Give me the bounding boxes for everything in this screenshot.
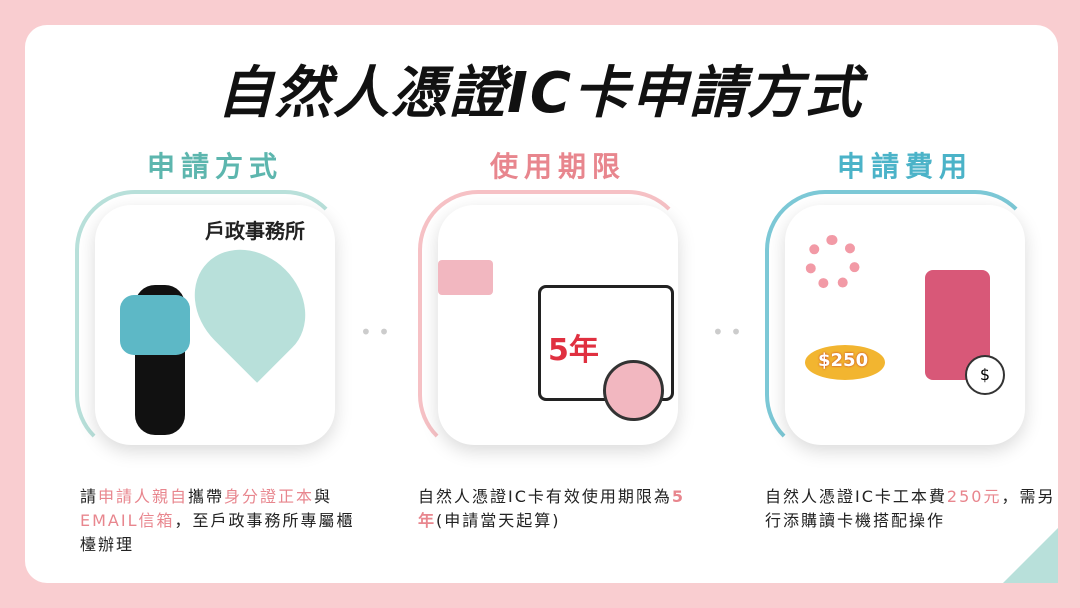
section-description: 自然人憑證IC卡有效使用期限為5年(申請當天起算) <box>418 485 698 533</box>
page-title: 自然人憑證IC卡申請方式 <box>217 61 863 126</box>
section-validity: 使用期限 5年 自然人憑證IC卡有效使用期限為5年(申請當天起算) <box>418 145 698 530</box>
section-description: 請申請人親自攜帶身分證正本與 EMAIL信箱，至戶政事務所專屬櫃檯辦理 <box>80 485 370 557</box>
corner-decoration <box>1003 528 1058 583</box>
location-pin-icon <box>172 227 328 383</box>
section-heading: 申請費用 <box>836 150 973 183</box>
desc-highlight: EMAIL信箱 <box>80 511 175 530</box>
person-shirt <box>120 295 190 355</box>
frame-decoration <box>765 190 1035 455</box>
section-description: 自然人憑證IC卡工本費250元，需另行添購讀卡機搭配操作 <box>765 485 1065 533</box>
connector-dots: • • <box>360 320 390 344</box>
dollar-icon: $ <box>965 355 1005 395</box>
desc-highlight: 申請人親自 <box>98 487 189 506</box>
connector-dots: • • <box>712 320 742 344</box>
frame-decoration <box>418 190 688 455</box>
desc-text: ，需另行添購讀卡機搭配操作 <box>765 487 1056 530</box>
illustration-card: 戶政事務所 <box>95 205 335 445</box>
desc-text: (申請當天起算) <box>436 511 561 530</box>
coins-icon <box>805 345 885 380</box>
desc-text: 自然人憑證IC卡有效使用期限為 <box>418 487 672 506</box>
illustration-label: $250 <box>818 350 869 371</box>
illustration-card: 5年 <box>438 205 678 445</box>
desc-text: 請 <box>80 487 99 506</box>
illustration-label: 5年 <box>548 333 599 368</box>
clock-icon <box>603 360 664 421</box>
illustration-label: 戶政事務所 <box>205 219 305 243</box>
desc-highlight: 身分證正本 <box>224 487 315 506</box>
section-heading: 申請方式 <box>146 150 283 183</box>
desc-highlight: 5年 <box>418 487 686 530</box>
desc-highlight: 250元 <box>946 487 1002 506</box>
illustration-card: $250 $ <box>785 205 1025 445</box>
section-fee: 申請費用 $250 $ 自然人憑證IC卡工本費250元，需另行添購讀卡機搭配操作 <box>765 145 1053 530</box>
desc-text: 攜帶 <box>188 487 225 506</box>
desc-text: 與 <box>314 487 333 506</box>
section-heading: 使用期限 <box>489 150 626 183</box>
section-apply-method: 申請方式 戶政事務所 請申請人親自攜帶身分證正本與 EMAIL信箱，至戶政事務所專… <box>75 145 355 554</box>
desc-text: 自然人憑證IC卡工本費 <box>765 487 947 506</box>
gear-icon <box>805 235 860 290</box>
desc-text: ，至戶政事務所專屬櫃檯辦理 <box>80 511 355 554</box>
ic-card-icon <box>438 260 493 295</box>
frame-decoration <box>75 190 345 455</box>
